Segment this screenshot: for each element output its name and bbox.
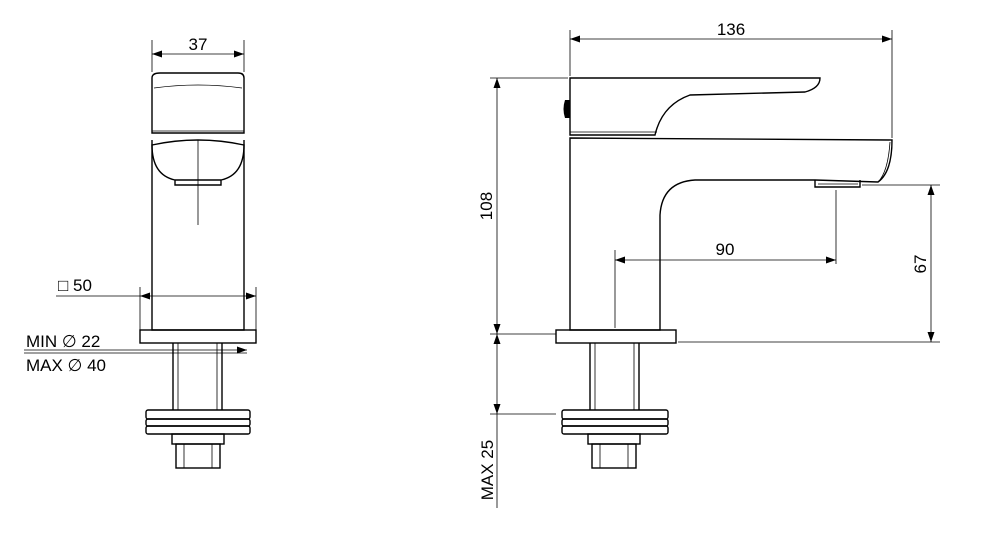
side-body — [569, 137, 893, 331]
dim-base-label: □ 50 — [58, 276, 92, 295]
dim-base-50: □ 50 — [56, 276, 257, 330]
dim-spout-height-label: 67 — [911, 255, 930, 274]
dim-reach-90: 90 — [614, 190, 837, 328]
side-lever — [569, 77, 821, 136]
dim-height-108: 108 — [477, 77, 568, 335]
front-base-plate — [139, 329, 257, 344]
side-aerator — [814, 180, 861, 188]
dim-hole-min-label: MIN ∅ 22 — [26, 332, 100, 351]
side-base-plate — [555, 329, 677, 344]
front-shank — [145, 343, 251, 469]
side-view: 136 108 MAX 25 90 67 — [477, 20, 940, 508]
dim-spout-height-67: 67 — [678, 184, 940, 343]
dim-width-label: 37 — [189, 35, 208, 54]
dim-deck-label: MAX 25 — [478, 440, 497, 500]
dim-length-136: 136 — [569, 20, 893, 138]
dim-width-37: 37 — [151, 35, 245, 72]
dim-reach-label: 90 — [716, 240, 735, 259]
dim-deck-25: MAX 25 — [478, 334, 556, 508]
front-view: 37 □ 50 MIN ∅ 22 MAX ∅ 40 — [24, 35, 257, 469]
side-shank — [561, 343, 669, 469]
dim-height-label: 108 — [477, 192, 496, 220]
dim-hole-max-label: MAX ∅ 40 — [26, 356, 106, 375]
dim-length-label: 136 — [717, 20, 745, 39]
dim-hole: MIN ∅ 22 MAX ∅ 40 — [24, 332, 247, 375]
front-lever-cap — [151, 72, 245, 134]
